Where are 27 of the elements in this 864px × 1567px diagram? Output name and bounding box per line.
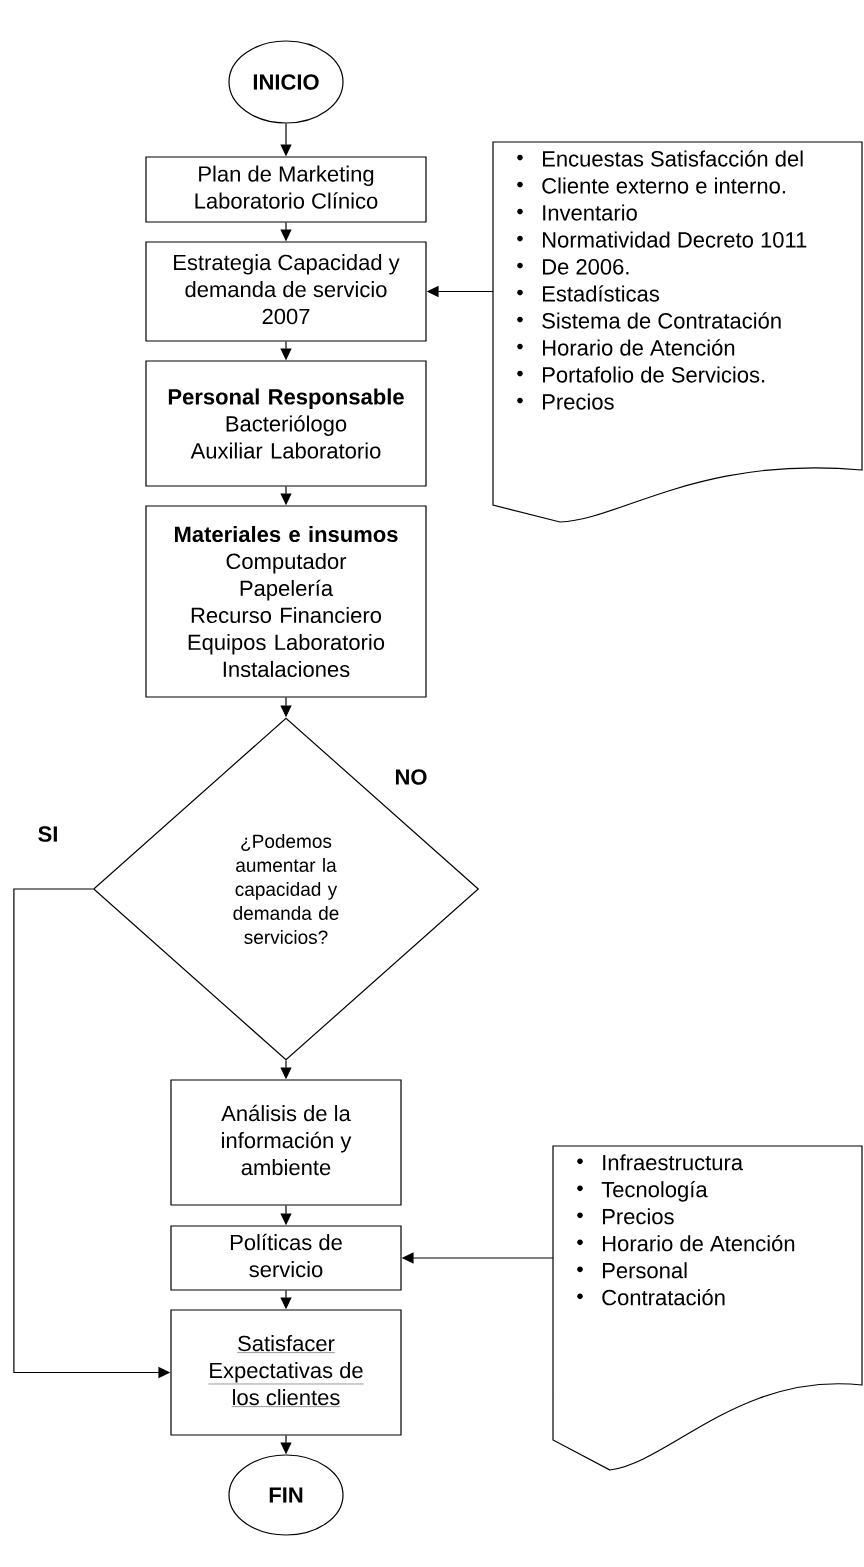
bullet-item: Inventario	[517, 204, 637, 221]
process-box: Materiales e insumos Computador Papelería Recurso Financiero Equipos Laboratorio Instalaciones	[145, 505, 427, 698]
bullet-item: Contratación	[577, 1288, 725, 1306]
bullet-item: Infraestructura	[577, 1154, 744, 1171]
bullet-item: Encuestas Satisfacción del	[517, 150, 803, 167]
bullet-item: Sistema de Contratación	[517, 312, 781, 329]
bullet-item: De 2006.	[517, 259, 629, 275]
process-box: Plan de Marketing Laboratorio Clínico	[145, 156, 427, 223]
bullet-item: Precios	[517, 393, 614, 410]
bullet-item: Cliente externo e interno.	[517, 177, 785, 194]
process-box: Políticas de servicio	[170, 1225, 402, 1291]
document-shape	[492, 141, 863, 523]
bullet-item: Normatividad Decreto 1011	[517, 231, 807, 248]
document-shape	[552, 1145, 863, 1471]
process-box: Análisis de la información y ambiente	[170, 1079, 402, 1206]
bullet-item: Tecnología	[577, 1180, 708, 1202]
branch-label: SI	[38, 826, 57, 842]
bullet-item: Personal	[577, 1262, 687, 1279]
process-box: Estrategia Capacidad y demanda de servicio 2007	[145, 241, 427, 342]
bullet-item: Precios	[577, 1208, 674, 1225]
process-box: Satisfacer Expectativas de los clientes	[170, 1309, 402, 1436]
process-box: Personal Responsable Bacteriólogo Auxiliar Laboratorio	[145, 360, 427, 487]
branch-label: NO	[395, 769, 427, 785]
bullet-item: Estadísticas	[517, 285, 659, 302]
bullet-item: Horario de Atención	[517, 339, 735, 356]
bullet-item: Portafolio de Servicios.	[517, 366, 765, 383]
bullet-item: Horario de Atención	[577, 1234, 795, 1252]
